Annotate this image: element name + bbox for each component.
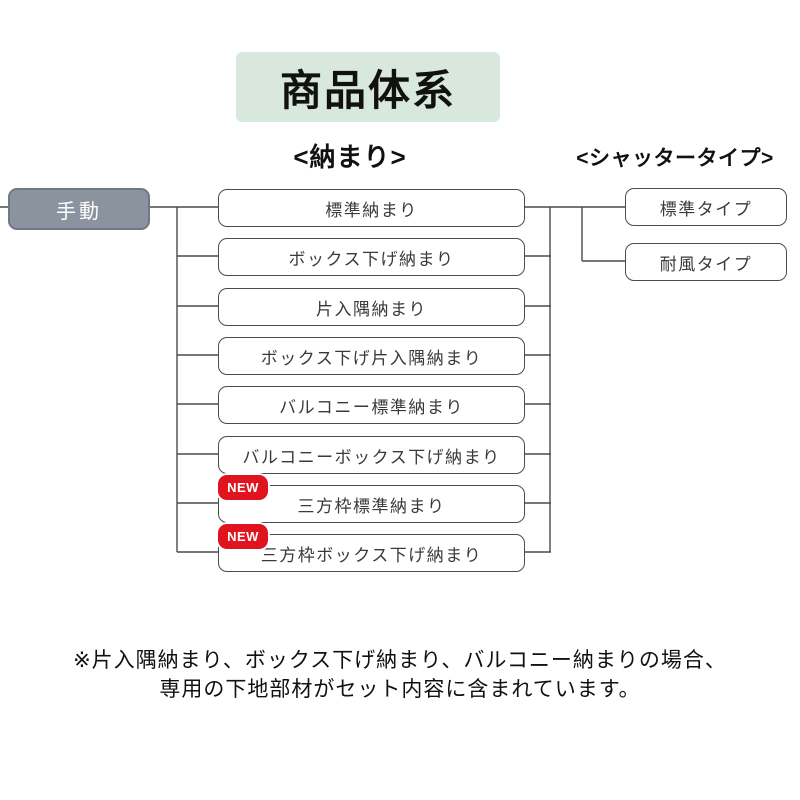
connector-path [0,206,625,553]
diagram-title-box: 商品体系 [236,52,500,122]
footnote-line-2: 専用の下地部材がセット内容に含まれています。 [159,678,641,701]
footnote: ※片入隅納まり、ボックス下げ納まり、バルコニー納まりの場合、 専用の下地部材がセ… [0,646,800,704]
node-layout-box-lowered: ボックス下げ納まり [218,238,525,276]
node-shutter-wind-resistant-type: 耐風タイプ [625,243,787,281]
node-layout-box-lowered-single-corner: ボックス下げ片入隅納まり [218,337,525,375]
node-manual: 手動 [8,188,150,230]
node-layout-single-corner: 片入隅納まり [218,288,525,326]
new-badge: NEW [218,475,268,500]
new-badge: NEW [218,524,268,549]
node-layout-balcony-standard: バルコニー標準納まり [218,386,525,424]
node-layout-balcony-box-lowered: バルコニーボックス下げ納まり [218,436,525,474]
heading-layout-column: <納まり> [293,142,407,172]
footnote-line-1: ※片入隅納まり、ボックス下げ納まり、バルコニー納まりの場合、 [73,649,727,672]
heading-shutter-column: <シャッタータイプ> [576,147,774,170]
node-shutter-standard-type: 標準タイプ [625,188,787,226]
node-layout-three-side-frame-box-lowered: 三方枠ボックス下げ納まり [218,534,525,572]
node-layout-three-side-frame-standard: 三方枠標準納まり [218,485,525,523]
diagram-title: 商品体系 [279,66,456,114]
node-layout-standard: 標準納まり [218,189,525,227]
